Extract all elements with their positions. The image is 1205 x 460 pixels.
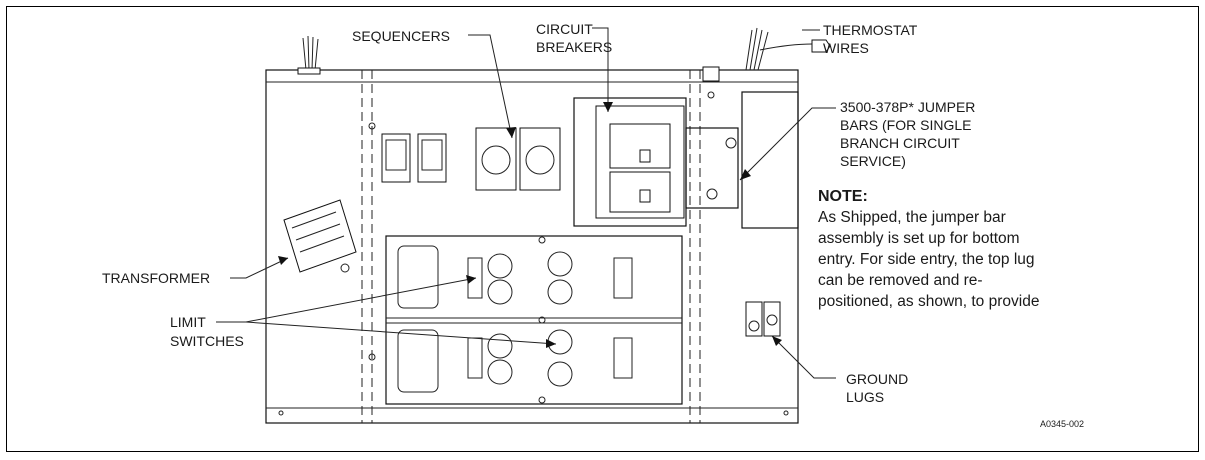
leader-lines [216,27,836,379]
diagram-frame [6,6,1199,452]
label-limit-line2: SWITCHES [170,333,244,349]
note-line: As Shipped, the jumper bar [818,209,1006,226]
label-transformer: TRANSFORMER [102,270,210,286]
thermostat-wire-bundle [702,27,831,82]
note-line: can be removed and re- [818,272,983,289]
note-line: assembly is set up for bottom [818,230,1020,247]
label-circuit-breakers-line2: BREAKERS [536,39,612,55]
label-thermostat-line2: WIRES [823,40,869,56]
label-limit-line1: LIMIT [170,314,206,330]
label-jumper-line1: 3500-378P* JUMPER [840,99,975,115]
note-title: NOTE: [818,188,868,205]
limit-switch-panel [385,235,683,405]
control-panel [265,69,799,424]
figure-code: A0345-002 [1040,419,1084,429]
label-sequencers: SEQUENCERS [352,28,450,44]
label-ground-line1: GROUND [846,371,908,387]
label-jumper-line3: BRANCH CIRCUIT [840,135,960,151]
supply-wires [297,35,321,75]
label-thermostat-line1: THERMOSTAT [823,22,918,38]
label-ground-line2: LUGS [846,389,884,405]
sequencer-relays [381,127,561,191]
label-jumper-line2: BARS (FOR SINGLE [840,117,971,133]
note-line: positioned, as shown, to provide [818,293,1039,310]
label-circuit-breakers-line1: CIRCUIT [536,21,593,37]
note-line: entry. For side entry, the top lug [818,251,1035,268]
ground-lug-block [745,301,781,337]
circuit-breaker-assembly [573,91,799,229]
transformer-unit [283,199,357,273]
label-jumper-line4: SERVICE) [840,153,906,169]
